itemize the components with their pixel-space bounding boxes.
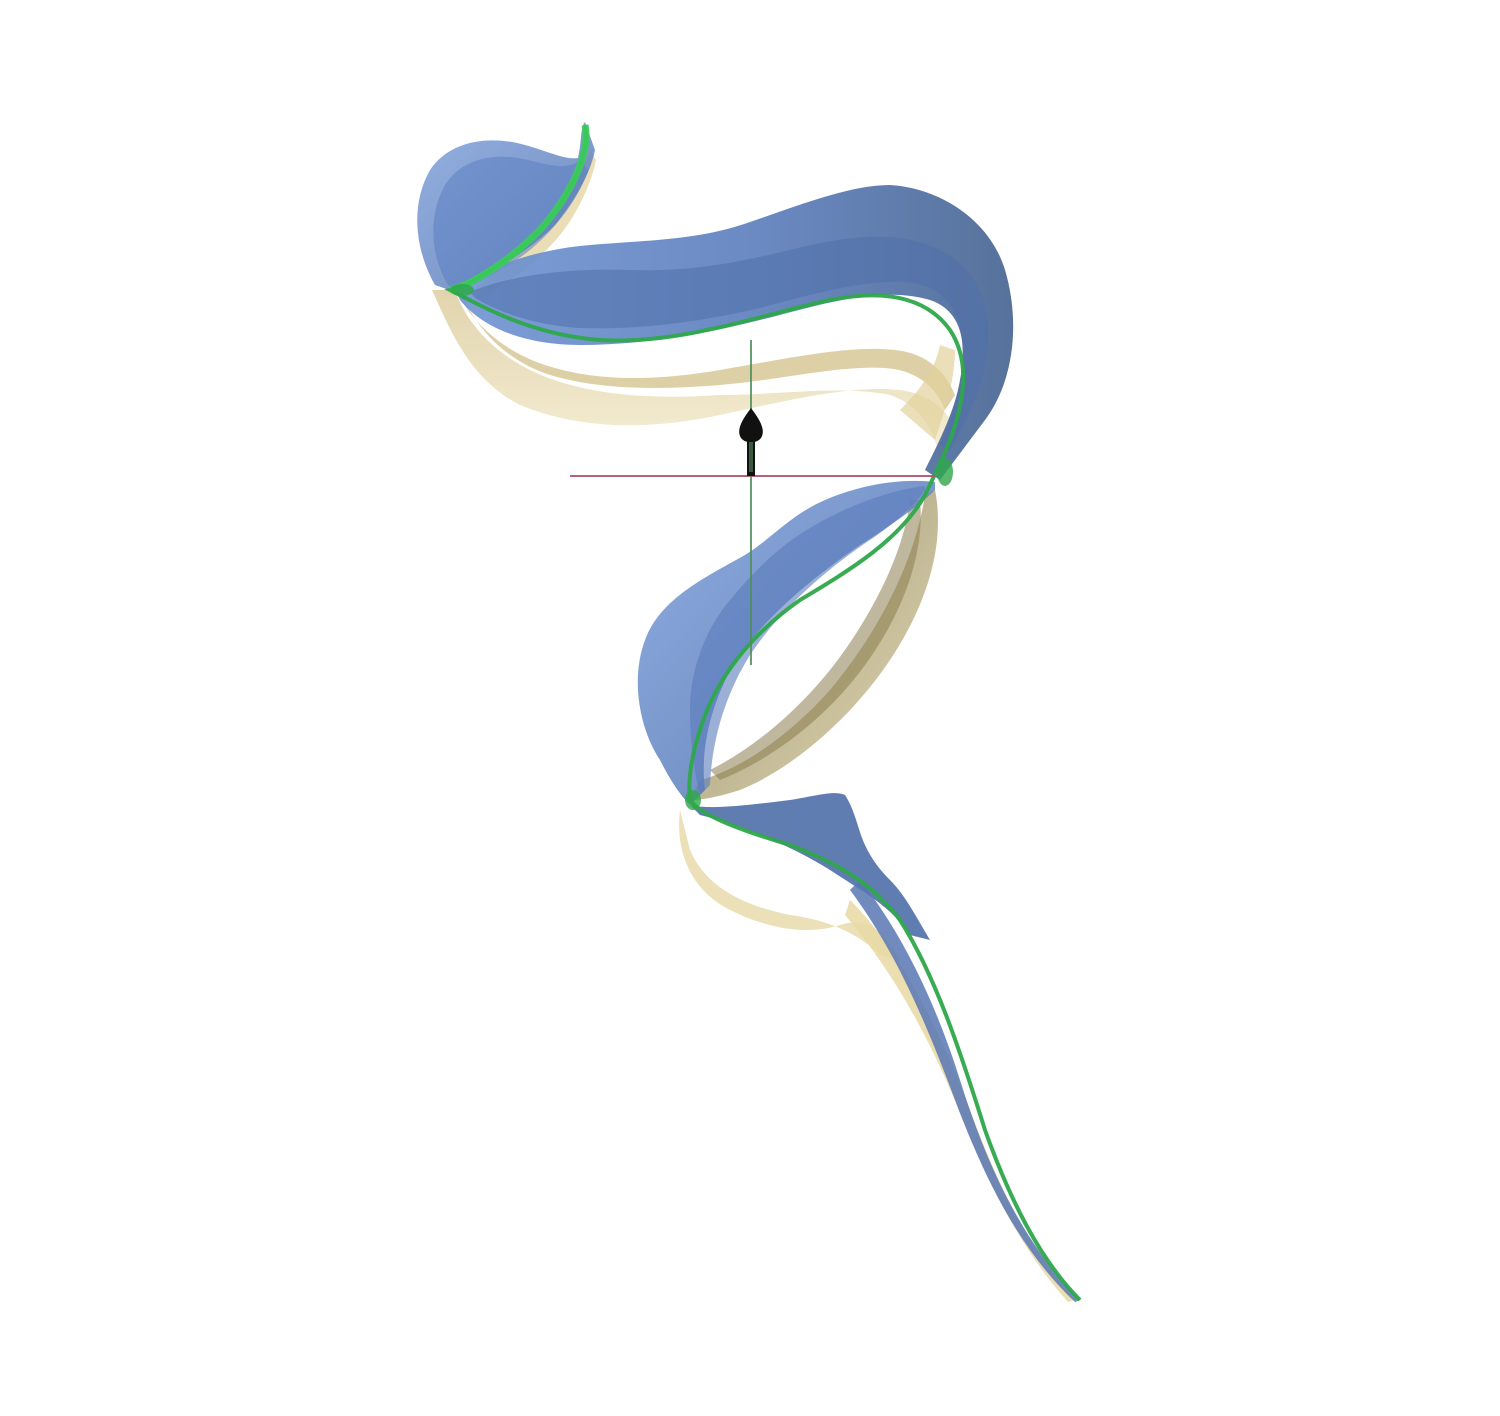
orientation-gizmo[interactable] [739, 408, 763, 476]
gizmo-shaft-inner [749, 442, 753, 472]
ribbon-blue-tail [850, 880, 1080, 1302]
ribbon-gold-top-fan [900, 345, 955, 440]
ribbon-blue-middle-inner [690, 486, 925, 795]
spine-curve-highlight [449, 124, 590, 294]
gizmo-arrow-icon[interactable] [739, 408, 763, 443]
ribbon-gold-middle-band [690, 490, 938, 800]
spine-node-middle [937, 458, 953, 486]
ribbon-blue-top-curl-inner [433, 156, 588, 292]
ribbon-gold-top-band [432, 290, 960, 460]
ribbon-gold-middle-shade [710, 500, 921, 780]
spine-node-top [450, 284, 474, 296]
spine-curve [444, 124, 1082, 1302]
ribbon-gold-top-inner [455, 288, 955, 410]
ribbon-blue-lower-flap [690, 793, 930, 940]
spine-node-lower [685, 790, 701, 810]
spine-curve-path [444, 124, 1082, 1302]
ribbon-blue-upper-rim [470, 236, 989, 450]
ribbon-blue-layer [417, 122, 1080, 1302]
